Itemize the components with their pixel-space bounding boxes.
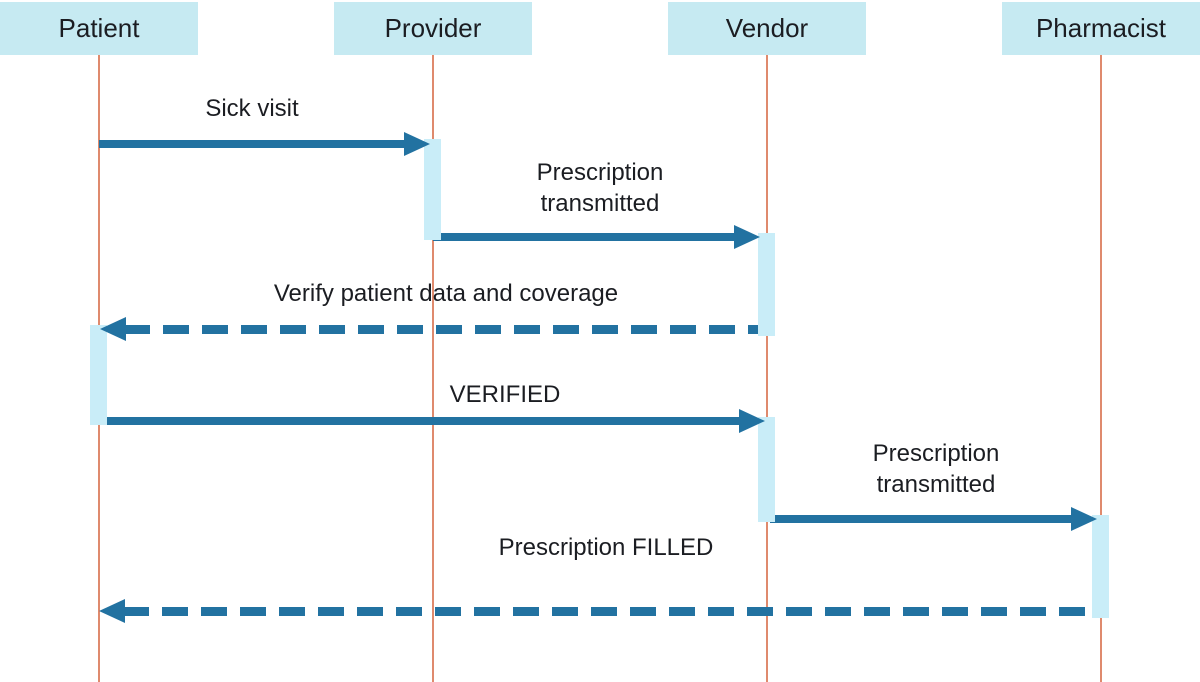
message-arrow-verify-patient-data <box>100 317 760 341</box>
arrow-shaft <box>123 607 1093 616</box>
arrowhead-left-icon <box>99 599 125 623</box>
lifeline-pharmacist <box>1100 55 1102 682</box>
lifeline-provider <box>432 55 434 682</box>
arrowhead-right-icon <box>1071 507 1097 531</box>
message-arrow-prescription-transmitted-2 <box>770 507 1097 531</box>
arrowhead-left-icon <box>100 317 126 341</box>
actor-header-pharmacist: Pharmacist <box>1002 2 1200 55</box>
message-arrow-prescription-transmitted-1 <box>433 225 760 249</box>
actor-header-patient: Patient <box>0 2 198 55</box>
actor-header-vendor: Vendor <box>668 2 866 55</box>
actor-header-provider: Provider <box>334 2 532 55</box>
arrow-shaft <box>124 325 760 334</box>
arrow-shaft <box>107 417 741 425</box>
arrowhead-right-icon <box>404 132 430 156</box>
arrow-shaft <box>433 233 736 241</box>
activation-bar-patient <box>90 325 107 425</box>
arrowhead-right-icon <box>734 225 760 249</box>
activation-bar-provider <box>424 139 441 240</box>
message-label-sick-visit: Sick visit <box>205 95 299 122</box>
activation-bar-vendor-2 <box>758 417 775 522</box>
message-arrow-prescription-filled <box>99 599 1093 623</box>
message-label-verify-patient-data: Verify patient data and coverage <box>273 280 619 307</box>
arrow-shaft <box>770 515 1073 523</box>
arrow-shaft <box>99 140 406 148</box>
message-label-prescription-filled: Prescription FILLED <box>498 534 714 561</box>
message-arrow-sick-visit <box>99 132 430 156</box>
arrowhead-right-icon <box>739 409 765 433</box>
message-arrow-verified <box>107 409 765 433</box>
message-label-verified: VERIFIED <box>449 381 561 408</box>
message-label-prescription-transmitted-2: Prescription transmitted <box>872 440 1000 498</box>
activation-bar-pharmacist <box>1092 515 1109 618</box>
lifeline-vendor <box>766 55 768 682</box>
message-label-prescription-transmitted-1: Prescription transmitted <box>536 159 664 217</box>
activation-bar-vendor-1 <box>758 233 775 336</box>
